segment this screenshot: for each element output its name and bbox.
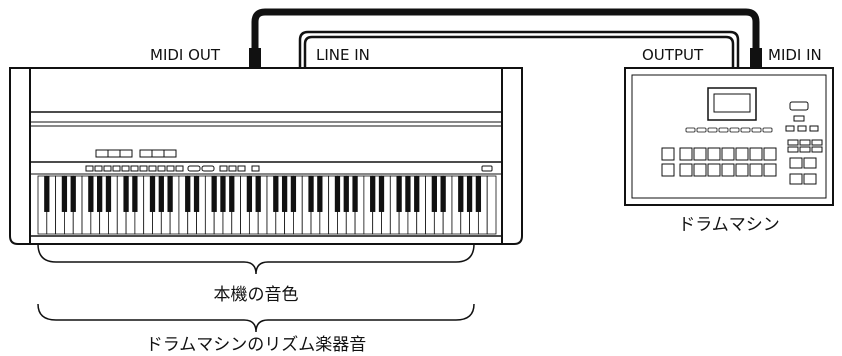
drum-pad (707, 163, 721, 177)
drum-machine-pads (661, 147, 817, 185)
drum-pad (763, 163, 777, 177)
digital-piano (9, 67, 523, 245)
drum-pad (735, 163, 749, 177)
black-key (132, 176, 138, 212)
black-key (431, 176, 437, 212)
drum-pad (735, 147, 749, 161)
black-key (273, 176, 279, 212)
black-key (185, 176, 191, 212)
drum-pad (789, 173, 803, 185)
black-key (378, 176, 385, 212)
black-key (370, 176, 376, 212)
white-key (486, 175, 497, 235)
drum-pad (661, 147, 675, 161)
drum-pad (749, 163, 763, 177)
midi-out-plug (249, 48, 261, 70)
drum-pad (679, 147, 693, 161)
drum-machine-small-button (718, 127, 729, 133)
drum-machine-small-button (729, 127, 740, 133)
black-key (61, 176, 68, 212)
midi-cable (249, 8, 762, 70)
black-key (290, 176, 297, 212)
line-in-label: LINE IN (316, 46, 370, 64)
drum-pad (763, 147, 777, 161)
black-key (458, 176, 464, 212)
black-key (281, 176, 288, 212)
drum-pad (707, 147, 721, 161)
drum-pad (679, 163, 693, 177)
drum-machine-small-button (751, 127, 762, 133)
black-key (123, 176, 129, 212)
black-key (149, 176, 156, 212)
drum-pad (803, 157, 817, 169)
drum-machine-small-button (762, 127, 773, 133)
drum-pad (693, 163, 707, 177)
black-key (308, 176, 314, 212)
black-key (352, 176, 358, 212)
piano-keyboard (37, 175, 497, 235)
black-key (88, 176, 94, 212)
black-key (167, 176, 173, 212)
midi-out-label: MIDI OUT (150, 46, 221, 64)
drum-machine-small-button (707, 127, 718, 133)
black-key (255, 176, 261, 212)
drum-pad (721, 163, 735, 177)
drum-pad (721, 147, 735, 161)
midi-in-plug (750, 48, 762, 70)
drum-machine-buttons (685, 127, 773, 133)
output-label: OUTPUT (642, 46, 704, 64)
black-key (475, 176, 482, 212)
black-key (220, 176, 226, 212)
black-key (466, 176, 473, 212)
drum-machine-small-button (740, 127, 751, 133)
black-key (229, 176, 235, 212)
black-key (396, 176, 402, 212)
piano-tone-caption: 本機の音色 (214, 285, 299, 305)
black-key (246, 176, 253, 212)
black-key (158, 176, 164, 212)
combined-sound-brace (37, 303, 475, 333)
drum-pad (693, 147, 707, 161)
piano-control-buttons (85, 149, 493, 172)
drum-machine-caption: ドラムマシン (678, 215, 780, 235)
drum-pad (803, 173, 817, 185)
black-key (105, 176, 112, 212)
black-key (44, 176, 50, 212)
black-key (317, 176, 323, 212)
drum-pad (749, 147, 763, 161)
midi-in-label: MIDI IN (768, 46, 822, 64)
black-key (343, 176, 349, 212)
drum-pad (661, 163, 675, 177)
drum-machine-small-button (685, 127, 696, 133)
combined-sound-caption: ドラムマシンのリズム楽器音 (146, 335, 367, 355)
drum-machine-small-button (696, 127, 707, 133)
drum-machine (624, 67, 834, 206)
black-key (440, 176, 446, 212)
black-key (70, 176, 76, 212)
black-key (414, 176, 420, 212)
audio-cable (298, 30, 740, 68)
black-key (211, 176, 217, 212)
piano-tone-brace (37, 243, 475, 275)
drum-pad (789, 157, 803, 169)
black-key (193, 176, 200, 212)
black-key (405, 176, 411, 212)
black-key (334, 176, 341, 212)
black-key (97, 176, 103, 212)
